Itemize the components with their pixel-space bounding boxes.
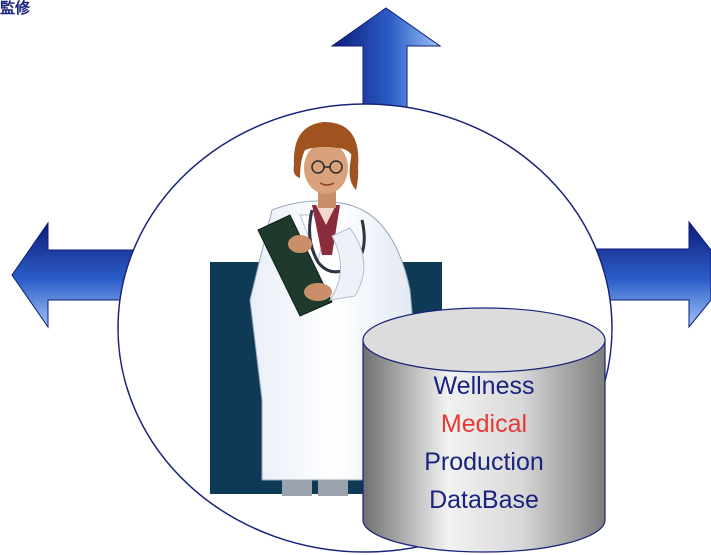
- database-label-line-4: DataBase: [429, 486, 539, 514]
- database-label-line-3: Production: [424, 448, 544, 476]
- database-cylinder-icon: Wellness Medical Production DataBase: [362, 307, 606, 553]
- arrow-right-icon: [589, 220, 711, 329]
- header-label: 監修: [0, 0, 31, 17]
- arrow-up-icon: [330, 7, 442, 131]
- database-label-line-2: Medical: [441, 410, 527, 438]
- database-label-line-1: Wellness: [434, 372, 535, 400]
